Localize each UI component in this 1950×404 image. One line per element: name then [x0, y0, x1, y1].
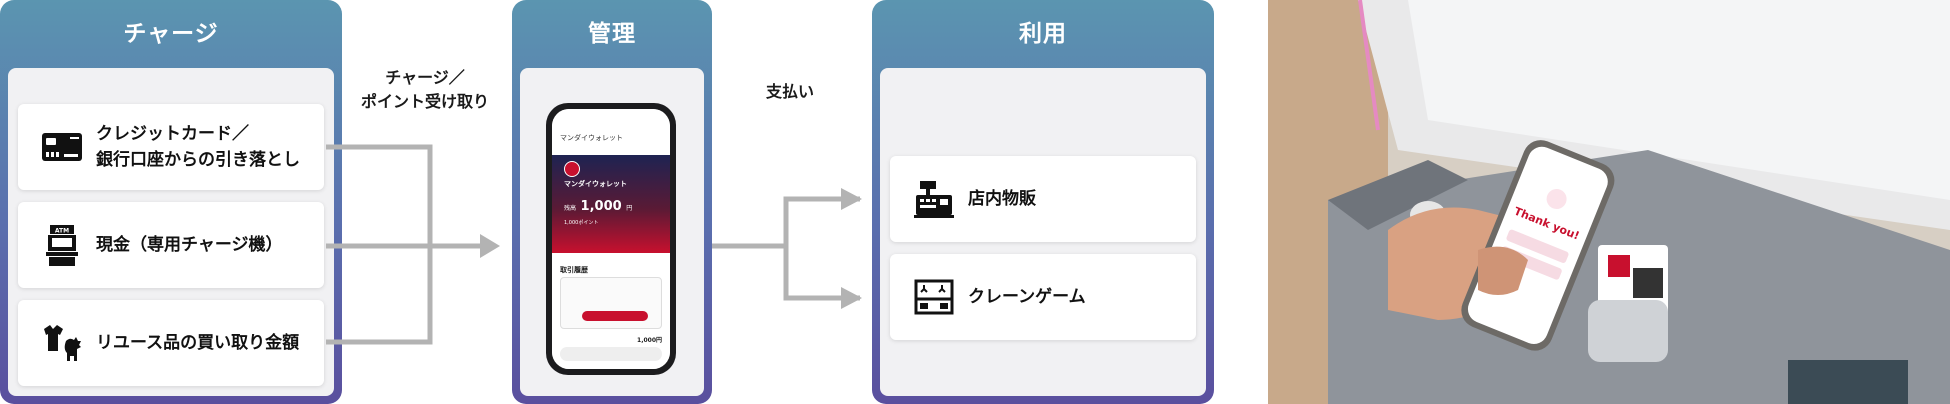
arrowhead-to-crane — [841, 287, 862, 309]
wallet-balance-value: 1,000 — [580, 199, 622, 214]
wallet-notice-box — [560, 277, 662, 329]
wallet-balance: 残高 1,000 円 — [564, 199, 632, 214]
use-panel-body: 店内物販 クレーンゲーム — [880, 68, 1206, 396]
wallet-notice-button[interactable] — [582, 311, 648, 321]
wallet-logo-icon — [564, 161, 580, 177]
cash-register-icon — [914, 181, 954, 218]
use-item-crane: クレーンゲーム — [890, 254, 1196, 340]
wallet-balance-unit: 円 — [626, 205, 633, 212]
wallet-header: マンダイウォレット — [552, 109, 670, 157]
wallet-phone-mockup: マンダイウォレット マンダイウォレット 残高 1,000 円 1,000ポイント… — [546, 103, 676, 375]
wallet-url-bar — [560, 347, 662, 361]
atm-icon: ATM — [46, 225, 78, 266]
usage-photo: Thank you! — [1268, 0, 1950, 404]
wallet-history-title: 取引履歴 — [560, 266, 588, 274]
charge-panel: チャージ クレジットカード／ 銀行口座からの引き落とし ATM 現金（専用チャー… — [0, 0, 342, 404]
connector-reuse — [326, 246, 433, 345]
charge-item-cash-label: 現金（専用チャージ機） — [96, 235, 283, 255]
flow-label-charge: チャージ／ ポイント受け取り — [360, 68, 489, 111]
use-item-crane-label: クレーンゲーム — [968, 287, 1086, 307]
arrowhead-to-manage — [480, 234, 500, 258]
wallet-card-name: マンダイウォレット — [564, 180, 627, 188]
flow-label-pay: 支払い — [765, 82, 814, 101]
crane-game-icon — [914, 279, 954, 315]
use-panel-title: 利用 — [1019, 21, 1067, 47]
wallet-phone-screen: マンダイウォレット マンダイウォレット 残高 1,000 円 1,000ポイント… — [552, 109, 670, 369]
wallet-history: 取引履歴 1,000円 — [552, 259, 670, 369]
usage-photo-illustration: Thank you! — [1268, 0, 1950, 404]
arrowhead-to-shop — [841, 188, 862, 210]
use-panel: 利用 店内物販 クレーンゲーム — [872, 0, 1214, 404]
charge-panel-body: クレジットカード／ 銀行口座からの引き落とし ATM 現金（専用チャージ機） リ… — [8, 68, 334, 396]
manage-panel-title: 管理 — [588, 21, 636, 47]
wallet-balance-card: マンダイウォレット 残高 1,000 円 1,000ポイント — [552, 155, 670, 253]
use-item-shop-label: 店内物販 — [968, 189, 1036, 209]
use-item-shop: 店内物販 — [890, 156, 1196, 242]
charge-item-reuse-label: リユース品の買い取り金額 — [96, 333, 300, 353]
credit-card-icon — [42, 133, 82, 161]
charge-item-reuse: リユース品の買い取り金額 — [18, 300, 324, 386]
charge-item-credit-card: クレジットカード／ 銀行口座からの引き落とし — [18, 104, 324, 190]
connector-use-branch — [783, 196, 860, 301]
reuse-goods-icon — [44, 325, 81, 361]
charge-panel-title: チャージ — [123, 21, 219, 47]
wallet-points: 1,000ポイント — [564, 220, 599, 226]
charge-item-cash: ATM 現金（専用チャージ機） — [18, 202, 324, 288]
svg-text:ATM: ATM — [55, 228, 69, 235]
wallet-last-amount: 1,000円 — [637, 337, 662, 344]
wallet-balance-label: 残高 — [564, 205, 577, 212]
connector-credit — [326, 144, 433, 246]
charge-item-credit-card-label: クレジットカード／ 銀行口座からの引き落とし — [96, 124, 300, 170]
